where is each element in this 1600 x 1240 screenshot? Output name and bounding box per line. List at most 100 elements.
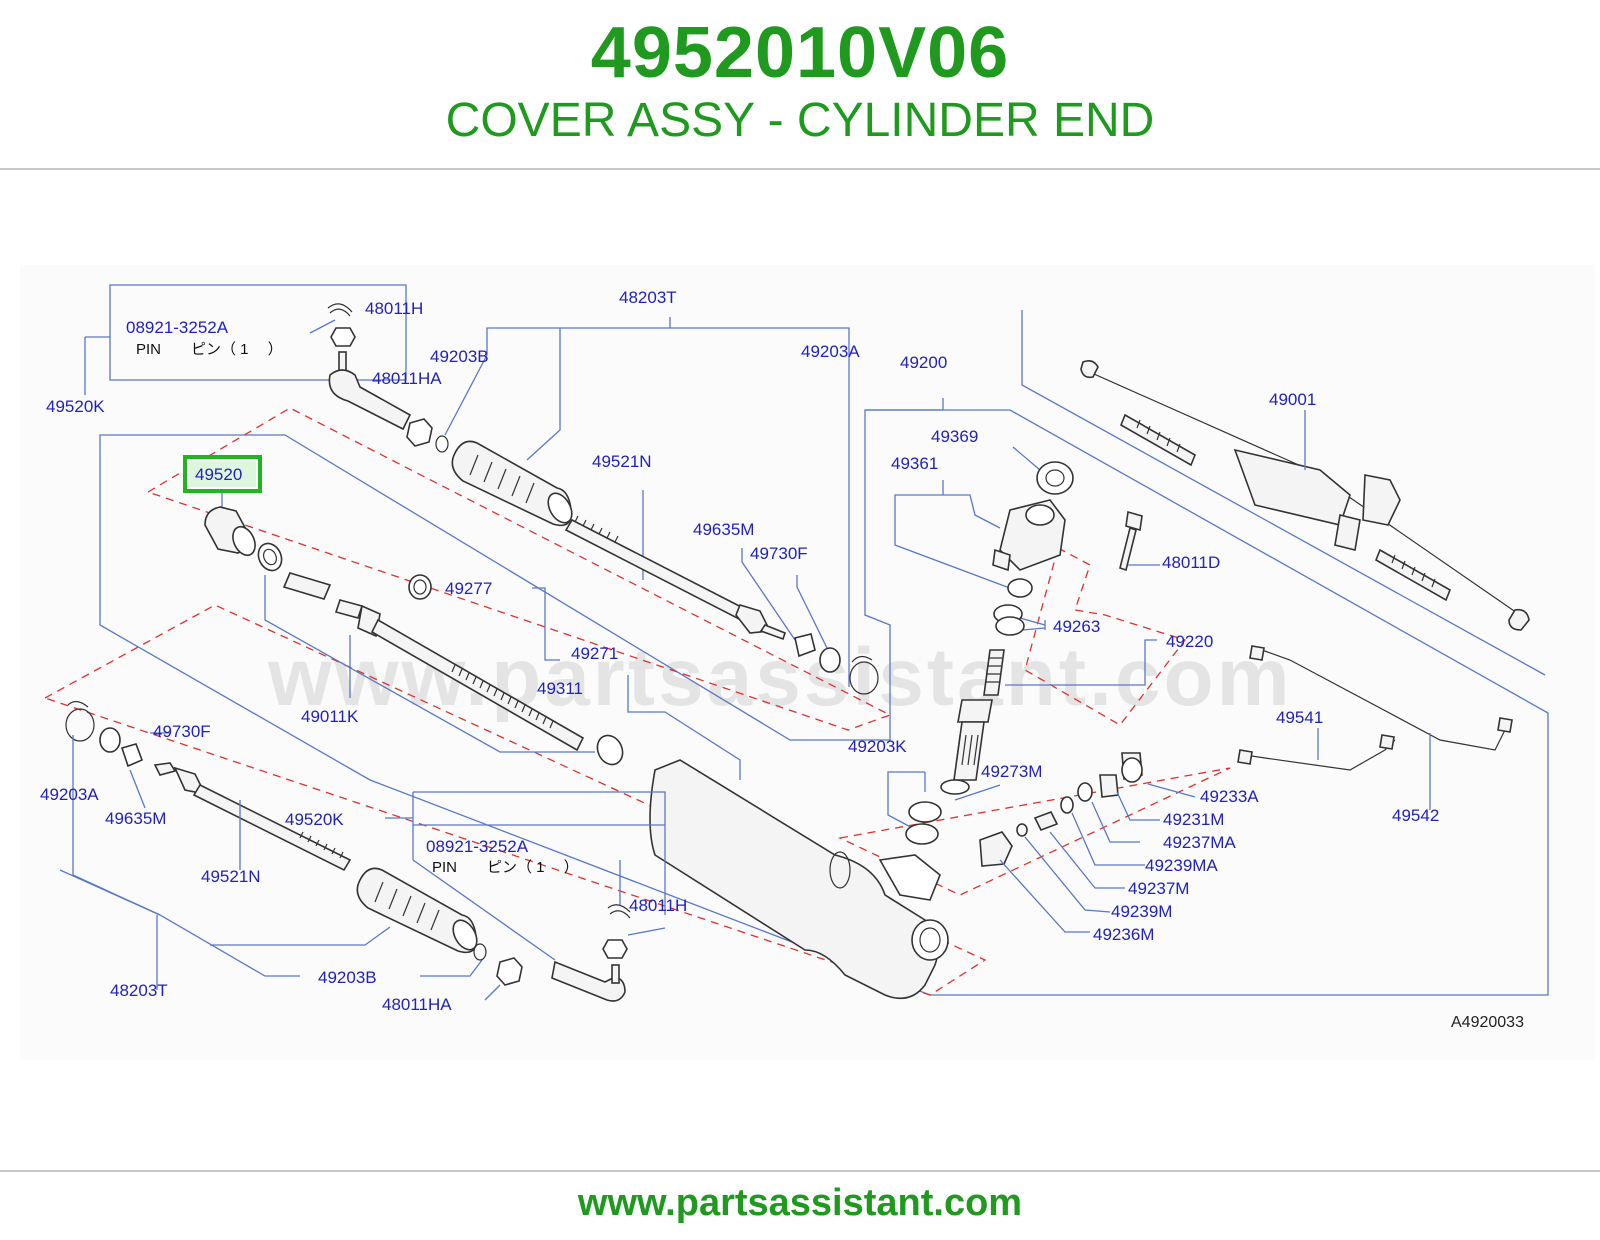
ring-49237MA: [1077, 782, 1093, 802]
label-48203T-bot: 48203T: [110, 981, 168, 1000]
label-49203B-bot: 49203B: [318, 968, 377, 987]
ring-49239M: [1016, 823, 1028, 837]
label-49520K-top: 49520K: [46, 397, 105, 416]
label-49521N-bot: 49521N: [201, 867, 261, 886]
yoke-49236M: [979, 831, 1013, 867]
lock-plate-top: [794, 633, 816, 658]
label-49236M: 49236M: [1093, 925, 1154, 944]
feed-tube-49541: [1237, 734, 1396, 771]
label-49369: 49369: [931, 427, 978, 446]
label-49541: 49541: [1276, 708, 1323, 727]
bolt-48011D: [1119, 510, 1143, 572]
label-pin-top: PIN ピン（ 1 ）: [136, 341, 283, 358]
label-49231M: 49231M: [1163, 810, 1224, 829]
label-49311: 49311: [537, 679, 583, 698]
label-48011H-bot: 48011H: [629, 896, 687, 915]
lock-nut-bottom: [496, 957, 523, 986]
label-49520-highlighted[interactable]: 49520: [195, 465, 242, 484]
seal-49369: [1036, 461, 1074, 495]
label-49001: 49001: [1269, 390, 1316, 409]
cotter-pin-top: [327, 303, 353, 317]
gear-housing: [649, 759, 949, 1000]
label-49203A-bot: 49203A: [40, 785, 99, 804]
footer-url[interactable]: www.partsassistant.com: [577, 1182, 1023, 1224]
ring-49239MA: [1060, 796, 1074, 814]
clip-ring-top-right: [849, 661, 879, 695]
label-49220: 49220: [1166, 632, 1213, 651]
valve-housing: [992, 499, 1066, 572]
lock-nut-top: [406, 418, 433, 447]
label-49635M-bot: 49635M: [105, 809, 166, 828]
part-title: COVER ASSY - CYLINDER END: [445, 94, 1155, 147]
washer-top: [819, 647, 841, 673]
label-49730F-bot: 49730F: [153, 722, 211, 741]
parts-diagram: www.partsassistant.com: [0, 170, 1600, 1170]
clip-ring-bottom-small: [473, 943, 487, 961]
oil-seal-rack: [596, 734, 624, 766]
header-divider: [0, 168, 1600, 170]
label-pin-bot: PIN ピン（ 1 ）: [432, 859, 579, 876]
label-49011K: 49011K: [301, 707, 359, 726]
assembly-outline-right: [1021, 310, 1546, 676]
label-48203T-top: 48203T: [619, 288, 677, 307]
spring-49237M: [1033, 810, 1059, 832]
label-49263: 49263: [1053, 617, 1100, 636]
page-header: 4952010V06 COVER ASSY - CYLINDER END: [0, 0, 1600, 168]
footer-divider: [0, 1170, 1600, 1172]
dashed-group-valve: [1024, 547, 1187, 726]
label-08921-top: 08921-3252A: [126, 318, 229, 337]
steering-rack: [282, 572, 585, 752]
label-49361: 49361: [891, 454, 938, 473]
inner-tie-rod-top: [564, 515, 786, 641]
part-number: 4952010V06: [590, 13, 1010, 93]
dashed-group-lower: [43, 604, 987, 996]
label-49635M-top: 49635M: [693, 520, 754, 539]
label-49730F-top: 49730F: [750, 544, 808, 563]
label-48011HA-top: 48011HA: [372, 369, 442, 388]
label-08921-bot: 08921-3252A: [426, 837, 529, 856]
bushing-49277: [408, 574, 432, 600]
adjust-49231M: [1099, 774, 1119, 798]
diagram-reference-code: A4920033: [1451, 1014, 1524, 1031]
label-49521N-top: 49521N: [592, 452, 652, 471]
seal-49203K: [905, 823, 939, 845]
dust-boot-top: [451, 440, 573, 527]
label-49271: 49271: [571, 644, 618, 663]
label-49542: 49542: [1392, 806, 1439, 825]
label-49203B-top: 49203B: [430, 347, 489, 366]
steering-gear-assembly: [1080, 360, 1530, 631]
label-49200: 49200: [900, 353, 947, 372]
parts-diagram-svg: www.partsassistant.com: [20, 265, 1595, 1060]
label-49277: 49277: [445, 579, 492, 598]
oil-seal-valve: [1007, 578, 1033, 598]
cylinder-end-cover: [204, 506, 256, 557]
inner-tie-rod-bottom: [153, 762, 352, 872]
label-48011H-top: 48011H: [365, 299, 423, 318]
label-48011HA-bot: 48011HA: [382, 995, 452, 1014]
feed-tube-49542: [1249, 645, 1513, 751]
label-49203K: 49203K: [848, 737, 907, 756]
label-49203A-top: 49203A: [801, 342, 860, 361]
label-49233A: 49233A: [1200, 787, 1259, 806]
tie-rod-stud-top: [338, 351, 347, 373]
dust-boot-bottom: [356, 867, 478, 954]
washer-49273M: [908, 801, 942, 823]
label-49239M: 49239M: [1111, 902, 1172, 921]
oil-seal-left: [257, 542, 283, 572]
castle-nut-top: [330, 327, 356, 347]
clip-ring-top: [435, 435, 449, 453]
clip-ring-bottom: [65, 708, 95, 742]
bracket-top-left: [109, 284, 407, 381]
label-49520K-bot: 49520K: [285, 810, 344, 829]
label-48011D: 48011D: [1162, 553, 1220, 572]
label-49237MA: 49237MA: [1163, 833, 1236, 852]
lock-plate-bottom: [120, 743, 144, 768]
label-49273M: 49273M: [981, 762, 1042, 781]
castle-nut-bottom: [602, 939, 628, 959]
tie-rod-end-bottom: [551, 960, 626, 1002]
cotter-pin-bottom: [607, 904, 631, 919]
tie-rod-end-top: [328, 369, 412, 431]
washer-bottom: [99, 727, 121, 753]
label-49239MA: 49239MA: [1145, 856, 1218, 875]
label-49237M: 49237M: [1128, 879, 1189, 898]
